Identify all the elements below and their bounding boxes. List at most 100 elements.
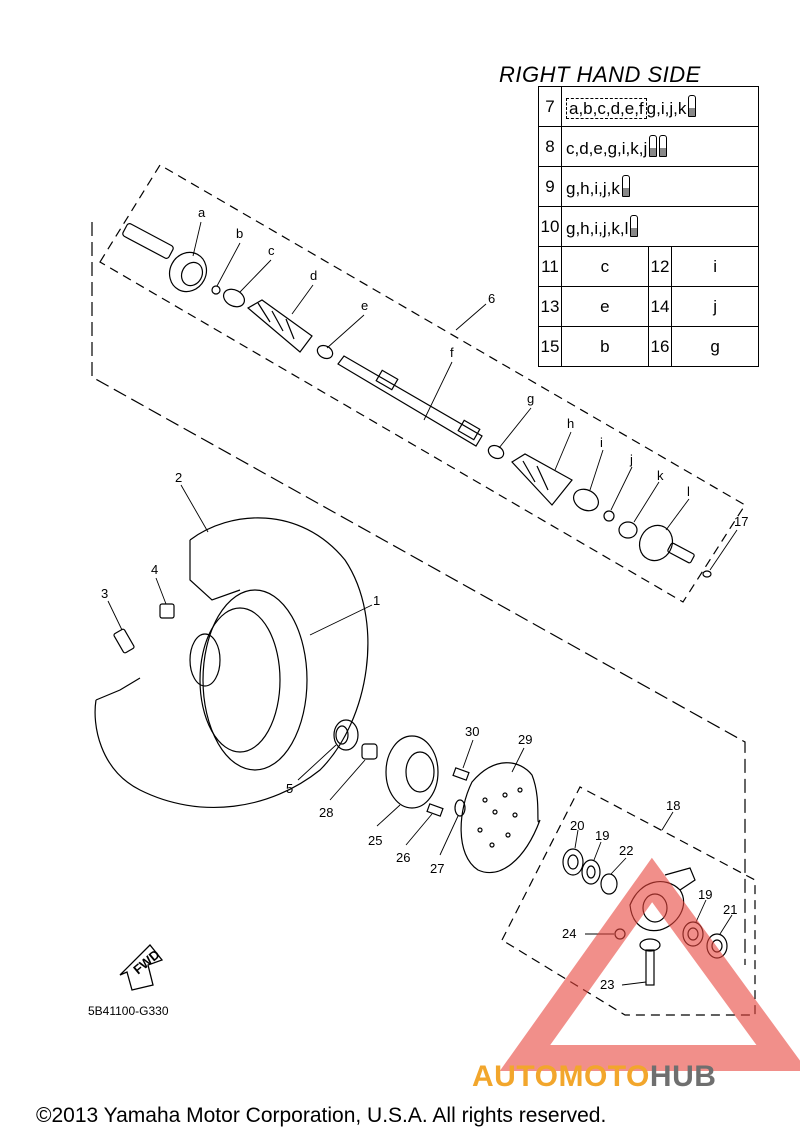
o-ring-27 [454, 799, 466, 817]
callout-l: l [687, 484, 690, 499]
callout-g: g [527, 391, 534, 406]
spec-parts: g,h,i,j,k,l [561, 206, 759, 247]
watermark-logo: AUTOMOTOHUB [472, 1060, 716, 1094]
fwd-arrow-icon [119, 944, 164, 991]
brake-disc-29 [460, 762, 541, 874]
callout-2: 2 [175, 470, 182, 485]
spec-row: 13 e 14 j [538, 286, 759, 327]
callout-28: 28 [319, 805, 333, 820]
bolt-26 [426, 803, 444, 817]
ball-joint-23 [639, 938, 661, 986]
spec-row: 8 c,d,e,g,i,k,j [538, 126, 759, 167]
callout-18: 18 [666, 798, 680, 813]
spec-row: 9 g,h,i,j,k [538, 166, 759, 207]
callout-5: 5 [286, 781, 293, 796]
callout-f: f [450, 345, 454, 360]
callout-j: j [629, 452, 633, 467]
callout-27: 27 [430, 861, 444, 876]
bolt-30 [452, 767, 470, 781]
band-e [316, 344, 334, 360]
spec-parts-text: g,h,i,j,k [566, 178, 620, 198]
knuckle-group-outline [501, 786, 756, 1016]
callout-h: h [567, 416, 574, 431]
rim-1 [189, 589, 308, 771]
callout-26: 26 [396, 850, 410, 865]
cv-joint-outer-a [122, 223, 208, 293]
callout-b: b [236, 226, 243, 241]
callout-i: i [600, 435, 603, 450]
fwd-label: FWD [130, 947, 162, 978]
callout-25: 25 [368, 833, 382, 848]
callout-c: c [268, 243, 275, 258]
callout-4: 4 [151, 562, 158, 577]
nut-28 [361, 743, 378, 760]
circlip-j [603, 510, 615, 522]
spec-parts: g,h,i,j,k [561, 166, 759, 207]
bearing-19-left [581, 859, 601, 885]
ring-k [618, 521, 638, 539]
section-title: RIGHT HAND SIDE [499, 62, 701, 87]
spec-num: 11 [538, 246, 562, 287]
circlip-b [211, 285, 221, 295]
callout-d: d [310, 268, 317, 283]
grease-tube-icon [688, 94, 697, 117]
spec-parts-boxed: a,b,c,d,e,f [566, 97, 647, 119]
diagram-code: 5B41100-G330 [88, 1004, 169, 1018]
callout-19a: 19 [595, 828, 609, 843]
spec-parts-text: g,h,i,j,k,l [566, 218, 629, 238]
hub-25 [385, 735, 439, 809]
cv-joint-inner-l [638, 524, 695, 564]
callout-30: 30 [465, 724, 479, 739]
callout-29: 29 [518, 732, 532, 747]
callout-k: k [657, 468, 664, 483]
callout-20: 20 [570, 818, 584, 833]
spec-num: 16 [647, 326, 673, 367]
callout-1: 1 [373, 593, 380, 608]
spec-num: 7 [538, 86, 562, 127]
callout-17: 17 [734, 514, 748, 529]
grease-tube-icon [630, 214, 639, 237]
clip-17 [702, 570, 712, 578]
spec-val: e [561, 286, 649, 327]
bearing-20 [562, 848, 584, 876]
spec-num: 10 [538, 206, 562, 247]
spec-parts-text: c,d,e,g,i,k,j [566, 138, 648, 158]
watermark-part2: HUB [649, 1060, 717, 1093]
spec-num: 9 [538, 166, 562, 207]
spec-row: 10 g,h,i,j,k,l [538, 206, 759, 247]
collar-5 [333, 719, 359, 751]
spec-parts-rest: g,i,j,k [646, 98, 687, 118]
callout-e: e [361, 298, 368, 313]
shaft-f [337, 355, 483, 447]
spec-val: j [671, 286, 759, 327]
callout-19b: 19 [698, 887, 712, 902]
nut-4 [159, 603, 175, 619]
tire-2 [94, 517, 369, 809]
band-i [572, 488, 600, 512]
watermark-part1: AUTOMOTO [472, 1060, 650, 1093]
leader-lines [107, 221, 738, 986]
spec-row: 15 b 16 g [538, 326, 759, 367]
band-g [487, 444, 505, 460]
spec-num: 12 [647, 246, 673, 287]
band-c [222, 288, 246, 308]
spec-val: c [561, 246, 649, 287]
boot-d [246, 299, 313, 353]
spec-num: 15 [538, 326, 562, 367]
callout-22: 22 [619, 843, 633, 858]
callout-21: 21 [723, 902, 737, 917]
callout-23: 23 [600, 977, 614, 992]
assembly-outline [91, 222, 746, 965]
callout-a: a [198, 205, 206, 220]
shaft-group-outline [99, 164, 746, 603]
grease-tube-icon [621, 174, 630, 197]
seal-22 [600, 873, 618, 895]
callout-3: 3 [101, 586, 108, 601]
spec-val: g [671, 326, 759, 367]
spec-parts: c,d,e,g,i,k,j [561, 126, 759, 167]
spec-val: b [561, 326, 649, 367]
spec-num: 14 [647, 286, 673, 327]
